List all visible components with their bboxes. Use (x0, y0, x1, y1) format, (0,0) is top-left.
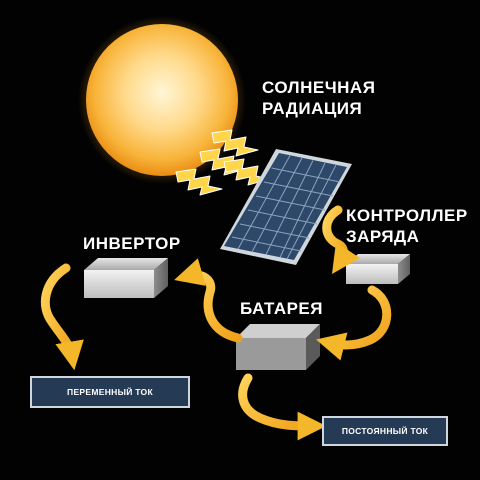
curved-arrow-icon (322, 205, 360, 274)
inverter-label: ИНВЕРТОР (83, 234, 181, 253)
sun-icon (78, 16, 246, 184)
battery-label: БАТАРЕЯ (240, 299, 323, 318)
battery-box-icon (236, 324, 320, 370)
controller-box-icon (346, 254, 410, 284)
lightning-icon (175, 129, 271, 196)
dc-current-output-box: ПОСТОЯННЫЙ ТОК (322, 416, 448, 446)
curved-arrow-icon (316, 285, 392, 361)
solar-panel-icon (220, 149, 352, 265)
ac-current-output-box: ПЕРЕМЕННЫЙ ТОК (30, 376, 190, 408)
curved-arrow-icon (174, 258, 243, 343)
curved-arrow-icon (40, 263, 84, 371)
inverter-box-icon (84, 258, 168, 298)
controller-label: КОНТРОЛЛЕР ЗАРЯДА (346, 206, 468, 246)
solar-radiation-label: СОЛНЕЧНАЯ РАДИАЦИЯ (262, 78, 376, 118)
curved-arrow-icon (238, 373, 327, 441)
